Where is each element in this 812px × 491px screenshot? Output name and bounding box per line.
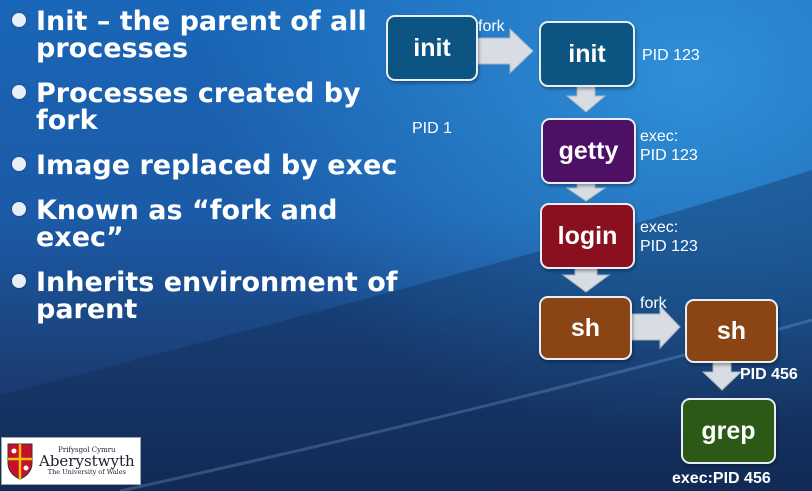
- label-pid-1: PID 1: [412, 120, 453, 137]
- node-login: login: [540, 203, 635, 269]
- node-sh-child: sh: [685, 299, 778, 363]
- node-init-parent: init: [386, 15, 478, 81]
- bullet-list: Init – the parent of all processes Proce…: [8, 8, 398, 341]
- logo-name: Aberystwyth: [39, 451, 135, 470]
- bullet-text: Init – the parent of all processes: [36, 6, 367, 64]
- node-init-child: init: [539, 21, 635, 87]
- bullet-dot: [12, 13, 26, 27]
- bullet-dot: [12, 85, 26, 99]
- label-grep-exec: exec:PID 456: [672, 470, 771, 487]
- node-grep: grep: [681, 398, 776, 464]
- bullet-text: Inherits environment of parent: [36, 267, 398, 325]
- logo-text: Prifysgol Cymru Aberystwyth The Universi…: [39, 445, 135, 476]
- bullet-item: Processes created by fork: [8, 80, 398, 134]
- label-login-exec: exec: PID 123: [640, 219, 698, 255]
- bullet-item: Init – the parent of all processes: [8, 8, 398, 62]
- bullet-text: Image replaced by exec: [36, 150, 398, 181]
- arrow-sh-grep: [701, 361, 743, 391]
- label-pid-456: PID 456: [740, 366, 798, 383]
- arrow-login-sh: [561, 264, 611, 293]
- label-getty-exec: exec: PID 123: [640, 128, 698, 164]
- bullet-item: Inherits environment of parent: [8, 269, 398, 323]
- logo-line3: The University of Wales: [47, 467, 126, 476]
- arrow-init-getty: [565, 85, 607, 113]
- label-fork-bottom: fork: [640, 295, 667, 312]
- bullet-dot: [12, 274, 26, 288]
- node-sh-parent: sh: [539, 296, 632, 360]
- crest-icon: [7, 443, 33, 480]
- node-getty: getty: [541, 118, 636, 184]
- bullet-text: Processes created by fork: [36, 78, 361, 136]
- bullet-item: Image replaced by exec: [8, 152, 398, 179]
- bullet-text: Known as “fork and exec”: [36, 195, 338, 253]
- label-pid-123: PID 123: [642, 47, 700, 64]
- bullet-dot: [12, 157, 26, 171]
- bullet-dot: [12, 202, 26, 216]
- logo-line1: Prifysgol Cymru: [58, 445, 116, 454]
- university-logo: Prifysgol Cymru Aberystwyth The Universi…: [1, 437, 141, 485]
- bullet-item: Known as “fork and exec”: [8, 197, 398, 251]
- label-fork-top: fork: [478, 18, 505, 35]
